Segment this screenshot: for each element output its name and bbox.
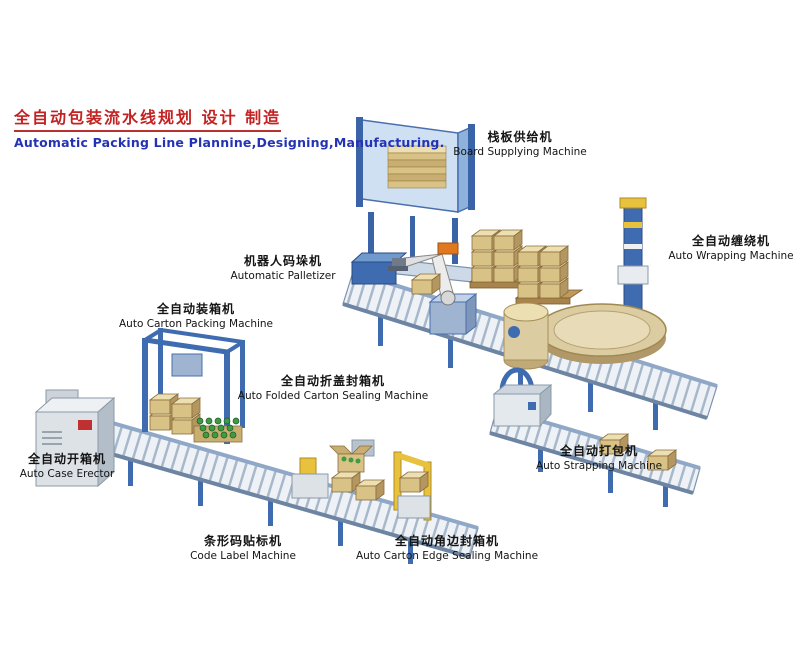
label-en: Auto Carton Edge Sealing Machine <box>355 550 539 562</box>
page-title-en: Automatic Packing Line Plannine,Designin… <box>14 135 445 150</box>
label-zh: 全自动打包机 <box>559 444 639 458</box>
label-en: Code Label Machine <box>190 550 296 562</box>
label-auto-folded-carton-sealing-machine: 全自动折盖封箱机 Auto Folded Carton Sealing Mach… <box>238 372 428 402</box>
carton-on-upper-conveyor <box>411 273 441 295</box>
label-en: Board Supplying Machine <box>453 146 587 158</box>
strapping-machine <box>492 367 553 428</box>
board-supplying-machine <box>356 117 475 283</box>
label-auto-carton-packing-machine: 全自动装箱机 Auto Carton Packing Machine <box>119 300 273 330</box>
label-auto-wrapping-machine: 全自动缠绕机 Auto Wrapping Machine <box>668 232 793 262</box>
label-en: Auto Strapping Machine <box>535 460 663 472</box>
label-en: Automatic Palletizer <box>230 270 336 282</box>
label-auto-carton-edge-sealing-machine: 全自动角边封箱机 Auto Carton Edge Sealing Machin… <box>356 532 538 562</box>
label-zh: 条形码贴标机 <box>203 534 282 548</box>
code-label-machine <box>291 457 329 499</box>
label-en: Auto Carton Packing Machine <box>118 318 274 330</box>
label-board-supplying-machine: 栈板供给机 Board Supplying Machine <box>453 128 587 158</box>
wrapping-turntable <box>537 303 667 364</box>
robot-palletizer <box>388 242 478 336</box>
label-auto-case-erector: 全自动开箱机 Auto Case Erector <box>20 450 115 480</box>
label-automatic-palletizer: 机器人码垛机 Automatic Palletizer <box>230 252 335 282</box>
label-zh: 全自动装箱机 <box>156 302 236 316</box>
label-zh: 全自动开箱机 <box>27 452 106 466</box>
label-en: Auto Case Erector <box>19 468 115 480</box>
auto-case-erector <box>34 389 116 488</box>
auto-carton-packing-machine <box>142 328 245 444</box>
label-zh: 机器人码垛机 <box>243 254 323 268</box>
bottle-tray <box>193 417 243 443</box>
label-auto-strapping-machine: 全自动打包机 Auto Strapping Machine <box>536 442 662 472</box>
label-zh: 栈板供给机 <box>487 130 553 144</box>
label-en: Auto Folded Carton Sealing Machine <box>237 390 429 402</box>
label-zh: 全自动角边封箱机 <box>394 534 500 548</box>
title-block: 全自动包装流水线规划 设计 制造 Automatic Packing Line … <box>14 104 445 150</box>
pallet-stack-b <box>514 245 584 305</box>
auto-folded-carton-sealing-machine <box>329 439 385 501</box>
auto-carton-edge-sealing-machine <box>393 451 432 521</box>
label-zh: 全自动缠绕机 <box>691 234 770 248</box>
wrapped-load-cylinder <box>503 302 549 370</box>
page-title-zh: 全自动包装流水线规划 设计 制造 <box>14 104 282 132</box>
label-en: Auto Wrapping Machine <box>668 250 794 262</box>
label-zh: 全自动折盖封箱机 <box>280 374 386 388</box>
board-stack <box>387 145 447 189</box>
label-code-label-machine: 条形码贴标机 Code Label Machine <box>190 532 296 562</box>
